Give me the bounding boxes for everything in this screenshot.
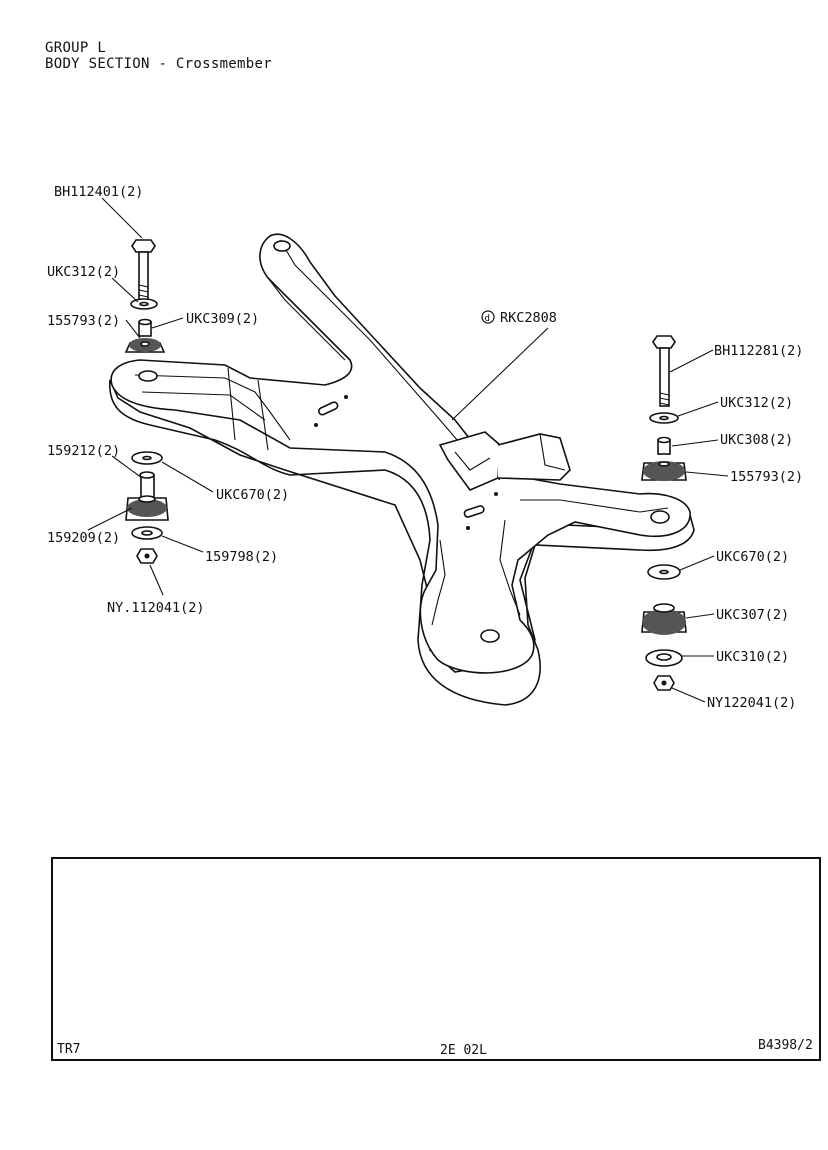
section-heading: BODY SECTION - Crossmember xyxy=(45,56,272,72)
label-left-spacer: UKC309(2) xyxy=(186,311,259,327)
part-labels: BH112401(2) UKC312(2) 155793(2) UKC309(2… xyxy=(47,184,803,711)
footer-model: TR7 xyxy=(57,1042,81,1057)
left-mount-hardware xyxy=(124,239,169,564)
label-left-mount-bottom: 159209(2) xyxy=(47,530,120,546)
label-right-washer-top: UKC312(2) xyxy=(720,395,793,411)
label-left-washer-top: UKC312(2) xyxy=(47,264,120,280)
label-left-bolt: BH112401(2) xyxy=(54,184,143,200)
crossmember xyxy=(109,233,695,706)
group-heading: GROUP L xyxy=(45,40,107,56)
assembly-symbol-letter: d xyxy=(485,314,490,324)
label-right-mount-top: 155793(2) xyxy=(730,469,803,485)
label-left-washer-bottom: 159798(2) xyxy=(205,549,278,565)
notes-frame xyxy=(51,857,821,1061)
footer-page: 2E 02L xyxy=(440,1043,487,1058)
label-right-washer-bottom: UKC310(2) xyxy=(716,649,789,665)
label-right-mount-bottom: UKC307(2) xyxy=(716,607,789,623)
label-assembly: RKC2808 xyxy=(500,310,557,326)
footer-ref: B4398/2 xyxy=(758,1038,813,1053)
label-right-washer-mid: UKC670(2) xyxy=(716,549,789,565)
leader-lines xyxy=(87,197,729,703)
label-left-sleeve: 159212(2) xyxy=(47,443,120,459)
label-left-mount-top: 155793(2) xyxy=(47,313,120,329)
label-right-nut: NY122041(2) xyxy=(707,695,796,711)
crossmember-exploded-diagram: BH112401(2) UKC312(2) 155793(2) UKC309(2… xyxy=(47,184,803,711)
label-right-spacer: UKC308(2) xyxy=(720,432,793,448)
assembly-symbol-circle xyxy=(481,310,495,324)
right-mount-hardware xyxy=(641,335,687,691)
label-left-washer-mid: UKC670(2) xyxy=(216,487,289,503)
label-left-nut: NY.112041(2) xyxy=(107,600,205,616)
label-right-bolt: BH112281(2) xyxy=(714,343,803,359)
